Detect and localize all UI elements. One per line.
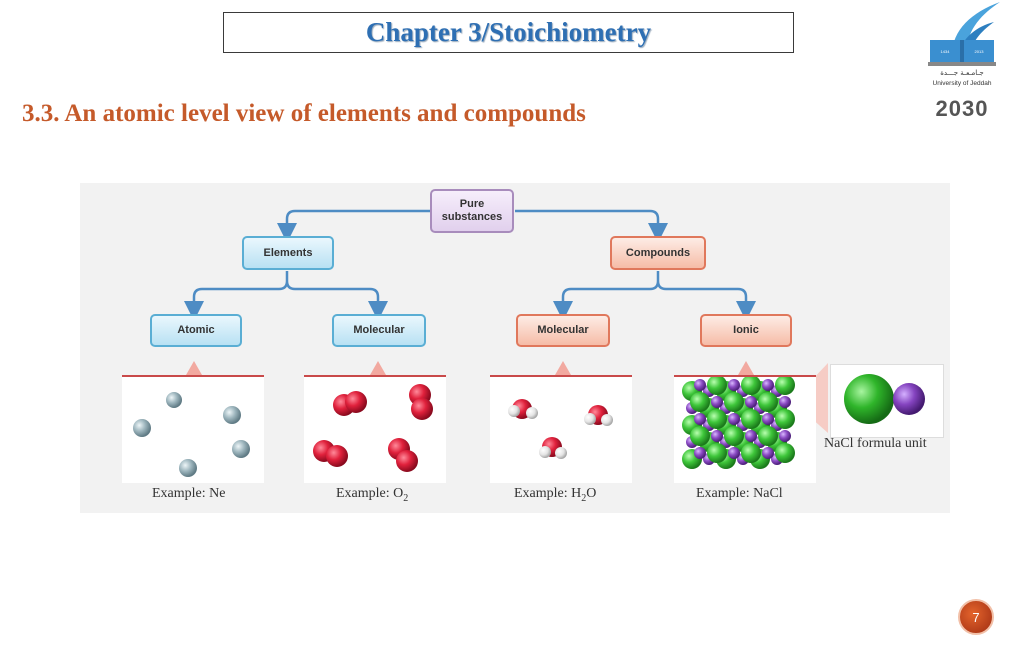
node-molecular-compound: Molecular xyxy=(516,314,610,347)
university-logo: 1434 2013 جـامـعـة جـــدة University of … xyxy=(928,2,1000,121)
sodium-ion xyxy=(745,430,757,442)
panel-molecular-element xyxy=(304,375,446,483)
pure-substances-diagram: Pure substances Elements Compounds Atomi… xyxy=(80,183,950,513)
sodium-ion xyxy=(728,379,740,391)
chloride-ion xyxy=(724,392,744,412)
nacl-formula-unit-image xyxy=(844,374,925,424)
connector-root-compounds xyxy=(515,209,668,243)
node-elements: Elements xyxy=(242,236,334,270)
logo-book-left-text: 1434 xyxy=(941,49,951,54)
node-pure-substances: Pure substances xyxy=(430,189,514,233)
example-h2o-text: Example: H xyxy=(514,486,582,501)
example-h2o-suffix: O xyxy=(586,486,597,501)
example-h2o-subscript: 2 xyxy=(581,492,587,504)
sodium-ion xyxy=(762,447,774,459)
chloride-ion xyxy=(775,443,795,463)
logo-book-left xyxy=(930,40,960,62)
pointer-ionic xyxy=(738,361,754,375)
chloride-ion xyxy=(690,392,710,412)
node-atomic: Atomic xyxy=(150,314,242,347)
connector-elements-branch xyxy=(192,271,380,309)
page-number-badge: 7 xyxy=(958,599,994,635)
sodium-ion xyxy=(728,413,740,425)
chloride-ion xyxy=(707,443,727,463)
chloride-ion xyxy=(741,443,761,463)
example-o2-subscript: 2 xyxy=(403,492,409,504)
panel-nacl-formula-unit xyxy=(830,364,944,438)
logo-university-text: University of Jeddah xyxy=(933,80,992,87)
neon-atoms xyxy=(133,392,250,477)
node-pure-line2: substances xyxy=(441,211,503,223)
node-pure-line1: Pure xyxy=(459,198,485,210)
node-ionic: Ionic xyxy=(700,314,792,347)
panel-ionic xyxy=(674,375,816,483)
example-h2o: Example: H2O xyxy=(514,486,596,504)
sodium-ion xyxy=(694,379,706,391)
page-number: 7 xyxy=(972,609,980,625)
chloride-ion xyxy=(707,409,727,429)
sodium-ion xyxy=(728,447,740,459)
node-molecular-element: Molecular xyxy=(332,314,426,347)
chloride-ion xyxy=(707,375,727,395)
logo-book-right-text: 2013 xyxy=(975,49,985,54)
nacl-formula-unit-label: NaCl formula unit xyxy=(824,436,927,451)
sodium-ion xyxy=(694,413,706,425)
sodium-ion xyxy=(711,430,723,442)
panel-molecular-compound xyxy=(490,375,632,483)
connector-compounds-branch xyxy=(561,271,748,309)
node-compounds: Compounds xyxy=(610,236,706,270)
sodium-ion xyxy=(779,396,791,408)
chloride-ion xyxy=(741,375,761,395)
sodium-ion xyxy=(762,413,774,425)
panel-atomic xyxy=(122,375,264,483)
example-nacl: Example: NaCl xyxy=(696,486,783,501)
pointer-atomic xyxy=(186,361,202,375)
vision-2030-text: 2030 xyxy=(936,96,989,121)
example-o2-text: Example: O xyxy=(336,486,404,501)
chloride-ion xyxy=(724,426,744,446)
sodium-ion xyxy=(745,396,757,408)
pointer-molecular-element xyxy=(370,361,386,375)
pointer-molecular-compound xyxy=(555,361,571,375)
logo-arabic-text: جـامـعـة جـــدة xyxy=(940,69,984,77)
chloride-ion xyxy=(775,409,795,429)
chloride-ion xyxy=(741,409,761,429)
sodium-ion xyxy=(694,447,706,459)
oxygen-molecules xyxy=(313,384,433,472)
example-ne: Example: Ne xyxy=(152,486,226,501)
connector-root-elements xyxy=(277,209,430,243)
chapter-title-box: Chapter 3/Stoichiometry xyxy=(223,12,794,53)
sodium-ion xyxy=(711,396,723,408)
chloride-ion xyxy=(775,375,795,395)
chloride-ion xyxy=(690,426,710,446)
logo-book-right xyxy=(964,40,994,62)
chloride-ion xyxy=(758,392,778,412)
water-molecules xyxy=(508,399,613,459)
chloride-ion xyxy=(758,426,778,446)
nacl-crystal-lattice xyxy=(682,375,795,469)
sodium-ion xyxy=(779,430,791,442)
sodium-ion xyxy=(762,379,774,391)
example-o2: Example: O2 xyxy=(336,486,408,504)
chapter-title: Chapter 3/Stoichiometry xyxy=(365,17,652,47)
diagram-connectors xyxy=(184,209,828,433)
section-subtitle: 3.3. An atomic level view of elements an… xyxy=(22,100,586,127)
